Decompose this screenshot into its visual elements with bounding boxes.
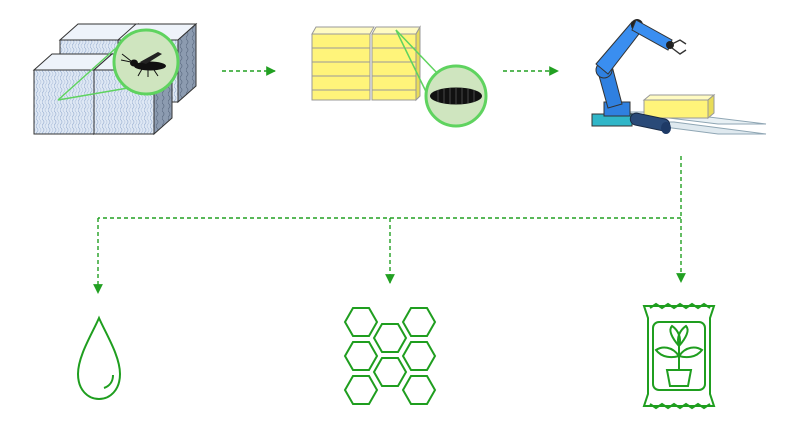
drop-icon <box>76 315 122 401</box>
robotic-processing-group <box>591 19 767 135</box>
larvae-trays-group <box>311 25 488 128</box>
fly-magnifier <box>57 28 180 101</box>
hexagon-cluster-icon <box>343 307 437 405</box>
tray-stack-icon <box>311 25 421 102</box>
breeding-cages-group <box>32 22 198 136</box>
robot-arm-icon <box>591 19 687 134</box>
fertilizer-bag-icon <box>642 302 716 410</box>
tray-on-conveyor-icon <box>642 93 716 120</box>
fly-icon <box>120 52 166 77</box>
distribution-lines <box>93 156 686 294</box>
larva-icon <box>430 87 482 105</box>
larva-magnifier <box>395 29 488 128</box>
